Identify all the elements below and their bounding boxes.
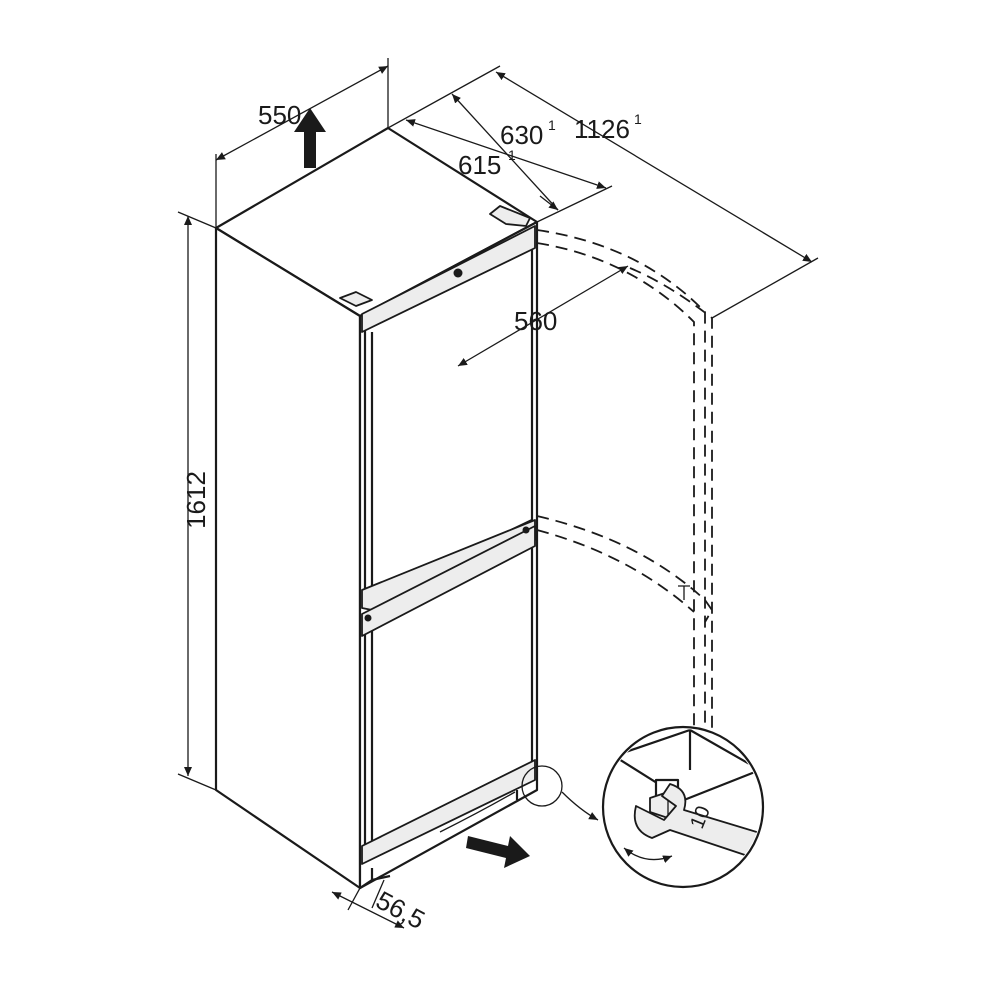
dimension-total-depth-label: 1126	[574, 114, 630, 144]
footnote-marker-body: 1	[508, 147, 516, 163]
dimension-width-label: 550	[258, 100, 301, 130]
footnote-marker-total: 1	[634, 111, 642, 127]
dimension-depths	[387, 65, 819, 319]
dimension-foot-offset-label: 56,5	[371, 885, 430, 935]
open-door-outline	[536, 229, 714, 730]
detail-leader	[561, 791, 599, 821]
dimension-handle-depth-label: 630	[500, 120, 543, 150]
dimension-body-depth-label: 615	[458, 150, 501, 180]
dimension-height: 1612	[177, 211, 217, 791]
rotate-icon	[623, 847, 673, 863]
dimension-inner-label: 560	[514, 306, 557, 336]
fridge-side-panel	[214, 226, 362, 890]
lower-door-bottom-strip	[361, 759, 536, 865]
plinth-line	[359, 868, 391, 889]
lower-door	[361, 525, 536, 865]
arrow-right-icon	[466, 836, 530, 868]
lower-door-top-strip	[361, 525, 536, 637]
dimension-width: 550	[215, 58, 389, 228]
dimension-inner: 560	[457, 265, 629, 367]
foot-detail-marker	[521, 765, 563, 807]
door-lock-dot	[453, 268, 463, 278]
dimension-height-label: 1612	[181, 471, 211, 529]
footnote-marker-handle: 1	[548, 117, 556, 133]
dimension-foot-offset: 56,5	[331, 879, 430, 935]
side-hinge	[339, 291, 373, 307]
wrench-icon[interactable]	[633, 783, 770, 861]
foot-adjustment-detail: 10	[601, 725, 770, 889]
